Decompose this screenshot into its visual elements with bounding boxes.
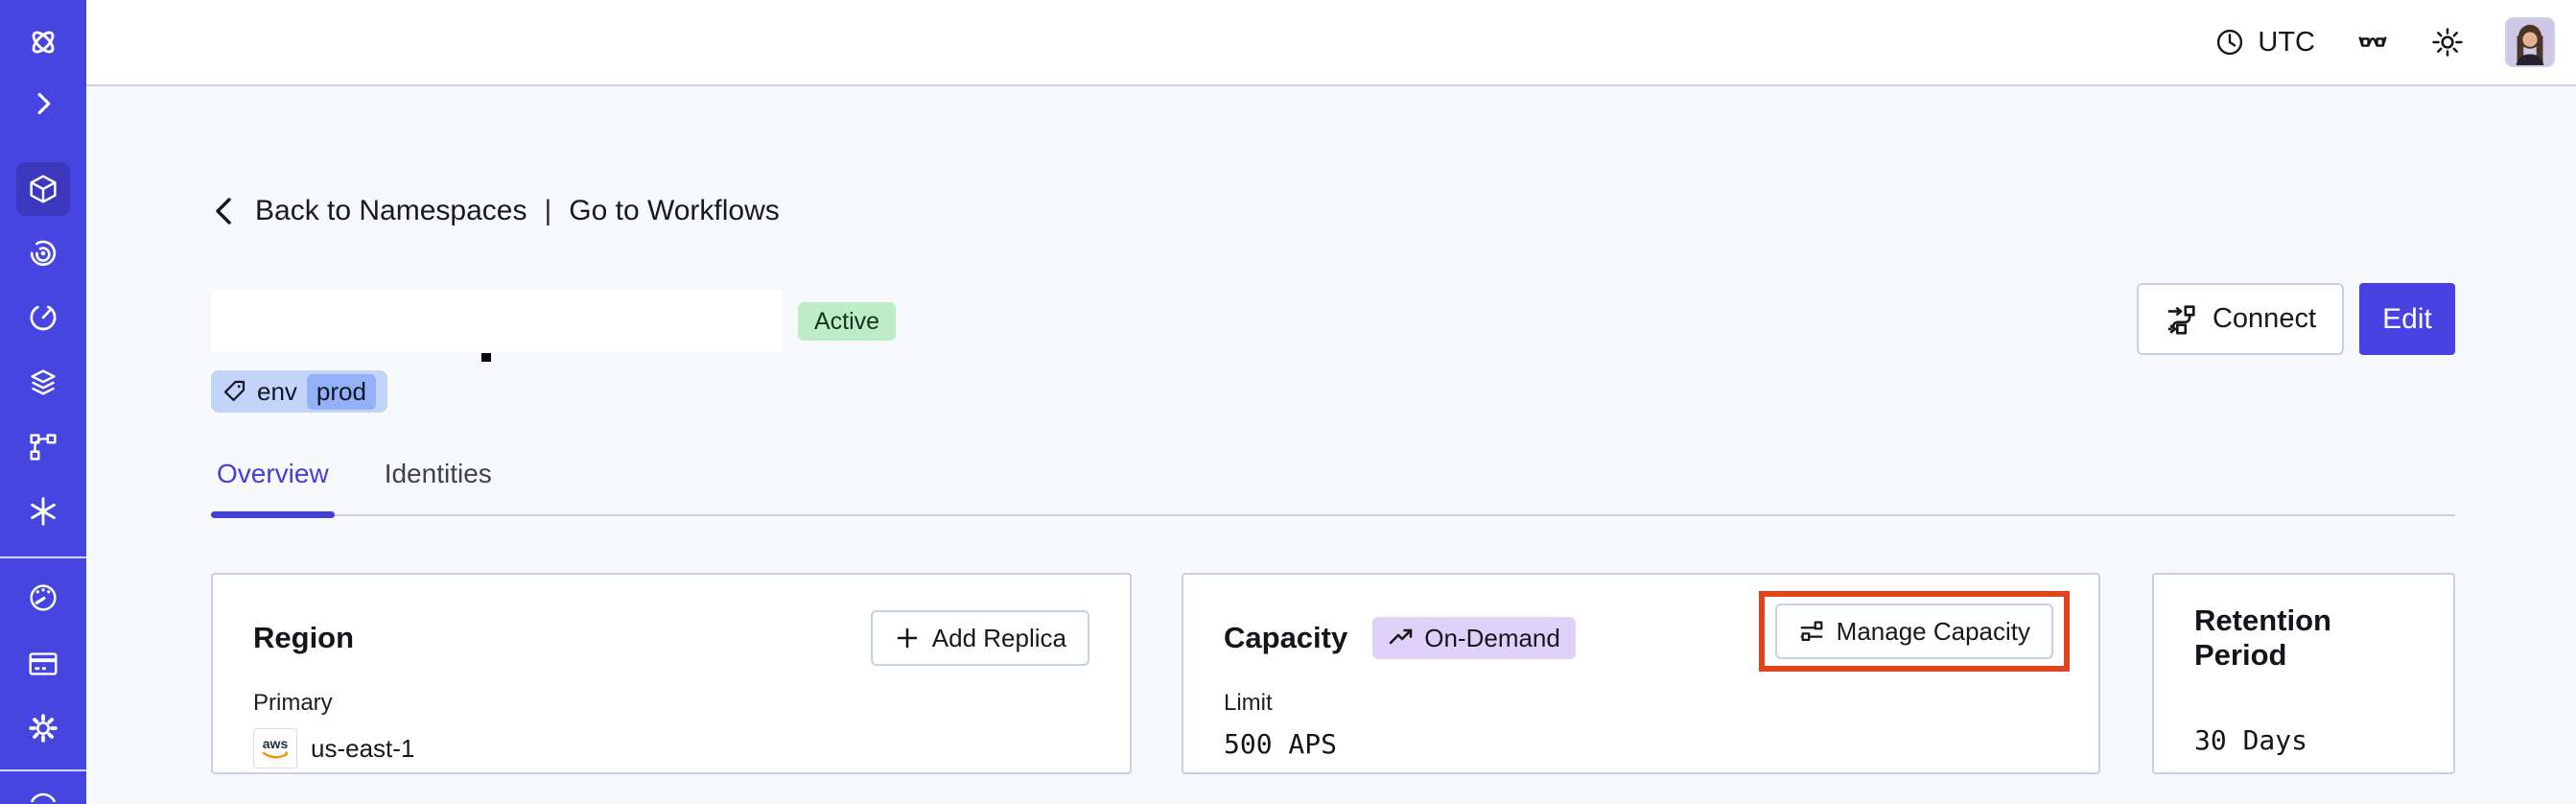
chevron-right-expand-icon (37, 92, 51, 115)
tab-identities-label: Identities (384, 459, 492, 488)
connect-flow-icon (2167, 304, 2195, 335)
main-column: UTC (86, 0, 2576, 804)
sidebar-divider (0, 556, 86, 558)
sidebar-item-schedules[interactable] (16, 291, 70, 344)
tab-overview[interactable]: Overview (211, 459, 335, 518)
sidebar-expand-button[interactable] (16, 77, 70, 130)
content-area: Back to Namespaces | Go to Workflows Act… (86, 86, 2576, 804)
sidebar-item-namespaces[interactable] (16, 162, 70, 216)
namespace-title-row: Active (211, 291, 897, 362)
plus-icon (897, 627, 918, 649)
capacity-card-title: Capacity (1224, 621, 1348, 654)
sidebar-item-batch-operations[interactable] (16, 356, 70, 410)
sidebar-divider-bottom (0, 769, 86, 771)
sidebar-item-billing[interactable] (16, 637, 70, 691)
usage-gauge-icon (30, 584, 57, 611)
sidebar-item-home[interactable] (16, 15, 70, 69)
add-replica-button[interactable]: Add Replica (870, 610, 1089, 666)
retention-card-title: Retention Period (2194, 603, 2331, 672)
redaction-artifact (481, 353, 491, 362)
glasses-icon (2358, 36, 2387, 47)
connect-button[interactable]: Connect (2136, 283, 2344, 355)
timezone-selector[interactable]: UTC (2213, 26, 2315, 59)
add-replica-label: Add Replica (931, 623, 1066, 652)
region-value: us-east-1 (311, 733, 415, 763)
schedules-clock-icon (30, 305, 57, 331)
tab-bar: Overview Identities (211, 459, 2455, 518)
tab-overview-label: Overview (217, 459, 329, 488)
manage-capacity-button[interactable]: Manage Capacity (1774, 603, 2053, 659)
retention-card: Retention Period 30 Days (2152, 573, 2455, 774)
region-card-title: Region (253, 621, 355, 654)
aws-provider-badge: aws (253, 728, 297, 769)
tag-value-chip: prod (306, 373, 376, 410)
trending-up-icon (1389, 628, 1413, 645)
sidebar-item-settings[interactable] (16, 701, 70, 755)
manage-capacity-label: Manage Capacity (1836, 616, 2030, 646)
breadcrumb-back-link[interactable]: Back to Namespaces (255, 195, 527, 226)
aws-logo-icon: aws (263, 736, 289, 759)
tab-identities[interactable]: Identities (379, 459, 498, 514)
capacity-limit-label: Limit (1224, 690, 1273, 716)
breadcrumb-workflows-link[interactable]: Go to Workflows (569, 195, 780, 226)
sidebar-item-nexus[interactable] (16, 485, 70, 538)
back-chevron-icon[interactable] (211, 196, 238, 226)
status-badge: Active (798, 302, 897, 341)
breadcrumb: Back to Namespaces | Go to Workflows (211, 195, 780, 227)
sidebar (0, 0, 86, 804)
billing-card-icon (29, 652, 58, 675)
deployments-branch-icon (30, 434, 57, 461)
timezone-label: UTC (2258, 26, 2315, 58)
settings-gear-icon (29, 714, 58, 743)
ondemand-badge: On-Demand (1372, 617, 1576, 659)
user-avatar[interactable] (2505, 17, 2555, 67)
region-card: Region Add Replica Primary (211, 573, 1132, 774)
clock-icon (2217, 29, 2243, 56)
tag-key: env (257, 376, 297, 406)
partial-bottom-icon (30, 792, 57, 802)
edit-button[interactable]: Edit (2359, 283, 2455, 355)
svg-text:aws: aws (263, 736, 289, 751)
sliders-icon (1800, 621, 1823, 641)
region-primary-label: Primary (253, 690, 333, 716)
retention-value: 30 Days (2194, 724, 2308, 756)
accessibility-glasses-button[interactable] (2355, 25, 2390, 59)
sidebar-item-workflows[interactable] (16, 226, 70, 280)
page-actions: Connect Edit (2136, 283, 2455, 355)
topbar: UTC (86, 0, 2576, 86)
sidebar-item-deployments[interactable] (16, 420, 70, 474)
sidebar-item-more[interactable] (16, 789, 70, 804)
breadcrumb-separator: | (544, 195, 552, 226)
edit-button-label: Edit (2382, 302, 2432, 335)
namespaces-cube-icon (30, 175, 57, 203)
tag-icon (223, 380, 246, 402)
workflows-spiral-icon (30, 240, 57, 266)
ondemand-badge-label: On-Demand (1424, 623, 1560, 652)
theme-sun-icon (2432, 28, 2463, 57)
temporal-logo (32, 31, 55, 54)
tag-row: env prod (211, 370, 387, 413)
capacity-value: 500 APS (1224, 728, 1338, 760)
sidebar-item-usage[interactable] (16, 571, 70, 625)
avatar-photo (2507, 19, 2553, 65)
namespace-tag[interactable]: env prod (211, 370, 387, 413)
namespace-title-redacted (211, 291, 783, 362)
capacity-card: Capacity On-Demand (1182, 573, 2100, 774)
batch-layers-icon (31, 369, 56, 395)
annotation-highlight-box: Manage Capacity (1758, 591, 2070, 672)
overview-cards: Region Add Replica Primary (211, 573, 2455, 774)
theme-toggle-button[interactable] (2430, 25, 2465, 59)
nexus-asterisk-icon (31, 497, 56, 526)
connect-button-label: Connect (2212, 303, 2316, 334)
